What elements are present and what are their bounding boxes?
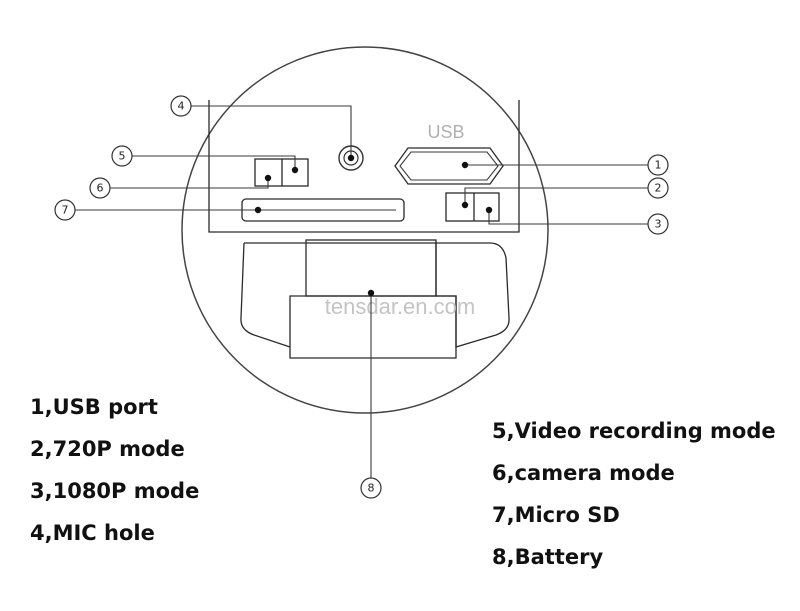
- battery: [305, 239, 437, 297]
- svg-text:3: 3: [655, 218, 662, 231]
- usb-label: USB: [427, 122, 464, 142]
- watermark: tensdar.en.com: [325, 294, 475, 319]
- battery-compartment: [244, 242, 510, 348]
- legend-mic-hole: 4,MIC hole: [30, 521, 155, 545]
- svg-text:1: 1: [655, 159, 662, 172]
- legend-usb-port: 1,USB port: [30, 395, 158, 419]
- device-body-outline: [181, 46, 549, 414]
- callout-8: 8: [360, 477, 382, 499]
- callout-7: 7: [54, 199, 76, 221]
- svg-text:5: 5: [119, 150, 126, 163]
- top-panel-outline: [208, 100, 520, 233]
- svg-text:2: 2: [655, 182, 662, 195]
- svg-text:6: 6: [97, 182, 104, 195]
- legend-battery: 8,Battery: [492, 545, 604, 569]
- legend-1080p-mode: 3,1080P mode: [30, 479, 200, 503]
- svg-text:4: 4: [178, 100, 185, 113]
- usb-port-inner: [399, 151, 499, 181]
- callout-1: 1: [647, 154, 669, 176]
- callout-2: 2: [647, 177, 669, 199]
- mode-switch-right: [445, 192, 500, 222]
- legend-720p-mode: 2,720P mode: [30, 437, 185, 461]
- legend-camera-mode: 6,camera mode: [492, 461, 675, 485]
- usb-port: [394, 147, 504, 185]
- svg-text:8: 8: [368, 482, 375, 495]
- svg-text:7: 7: [62, 204, 69, 217]
- callout-3: 3: [647, 213, 669, 235]
- callout-5: 5: [111, 145, 133, 167]
- callout-4: 4: [170, 95, 192, 117]
- legend-micro-sd: 7,Micro SD: [492, 503, 620, 527]
- callout-6: 6: [89, 177, 111, 199]
- legend-video-recording-mode: 5,Video recording mode: [492, 419, 776, 443]
